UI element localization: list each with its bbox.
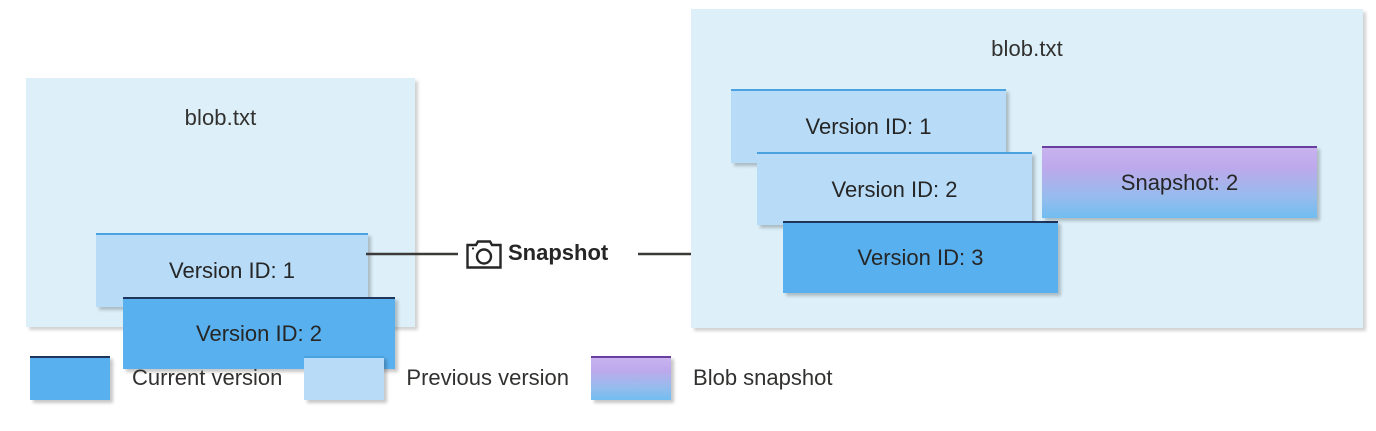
blob-container-before: blob.txt Version ID: 1 Version ID: 2 [26,78,415,369]
version-box-previous-2-after: Version ID: 2 [757,152,1032,225]
legend-item-blob-snapshot: Blob snapshot [591,356,832,400]
snapshot-connector: Snapshot [366,228,786,283]
blob-title-after: blob.txt [991,36,1063,61]
legend: Current version Previous version Blob sn… [30,356,832,400]
legend-label-blob-snapshot: Blob snapshot [693,365,833,390]
version-box-current-2: Version ID: 2 [123,297,395,369]
camera-icon [465,240,503,270]
legend-label-previous-version: Previous version [406,365,570,390]
legend-item-current-version: Current version [30,356,282,400]
snapshot-box-2: Snapshot: 2 [1042,146,1317,218]
version-box-previous-1: Version ID: 1 [96,233,368,307]
version-box-previous-1-after: Version ID: 1 [731,89,1006,163]
legend-item-previous-version: Previous version [304,356,569,400]
legend-swatch-current-version [30,356,110,400]
version-box-current-3-after: Version ID: 3 [783,221,1058,293]
legend-swatch-previous-version [304,356,385,400]
legend-swatch-blob-snapshot [591,356,672,400]
legend-label-current-version: Current version [132,365,283,390]
snapshot-label: Snapshot [508,240,609,265]
blob-title-before: blob.txt [184,105,257,130]
